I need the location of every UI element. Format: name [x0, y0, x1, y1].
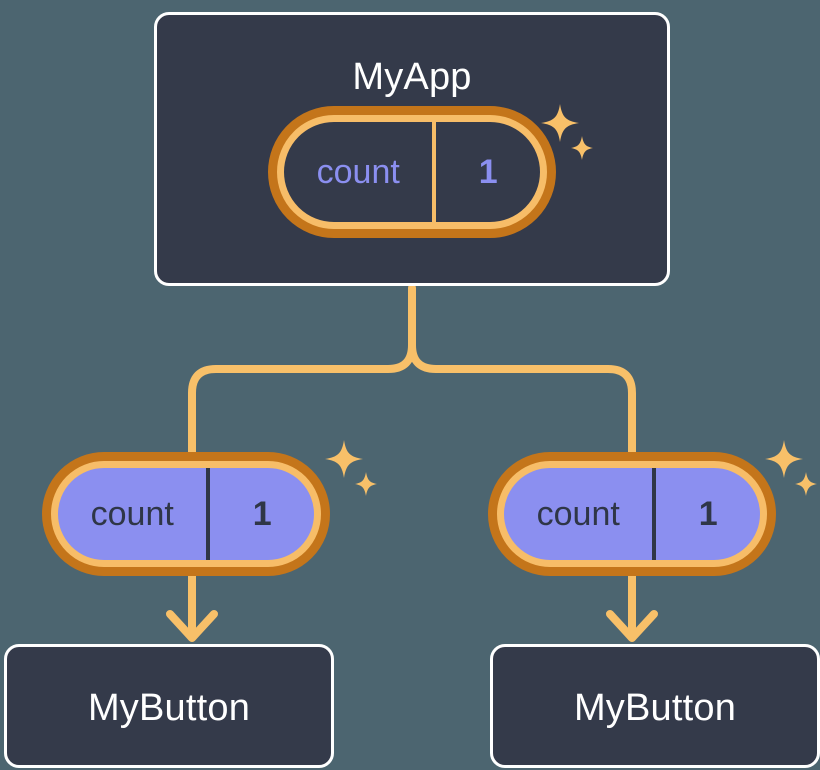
component-card-mybutton-left[interactable]: MyButton — [4, 644, 334, 768]
arrow-down-icon-left — [166, 610, 218, 642]
component-card-mybutton-right[interactable]: MyButton — [490, 644, 820, 768]
state-value-label: 1 — [206, 468, 314, 560]
sparkle-star-icon-small — [795, 472, 817, 496]
arrow-down-icon-right — [606, 610, 658, 642]
state-value-label: 1 — [652, 468, 760, 560]
sparkle-star-icon-large — [765, 440, 803, 478]
state-pill-inner: count 1 — [277, 115, 547, 229]
state-pill-inner: count 1 — [497, 461, 767, 567]
state-pill-myapp[interactable]: count 1 — [268, 106, 556, 238]
state-value-label: 1 — [432, 122, 540, 222]
state-pill-inner: count 1 — [51, 461, 321, 567]
state-key-label: count — [316, 152, 400, 191]
sparkle-group-left — [325, 440, 377, 496]
sparkle-star-icon-large — [325, 440, 363, 478]
component-title-myapp: MyApp — [352, 56, 472, 98]
state-key-label: count — [536, 494, 620, 533]
component-title-mybutton: MyButton — [87, 687, 251, 729]
tree-connector-path-left — [188, 341, 416, 456]
tree-connector-path — [408, 284, 636, 456]
sparkle-star-icon-small — [355, 472, 377, 496]
state-pill-right-child[interactable]: count 1 — [488, 452, 776, 576]
state-key-label: count — [90, 494, 174, 533]
component-title-mybutton: MyButton — [573, 687, 737, 729]
state-pill-left-child[interactable]: count 1 — [42, 452, 330, 576]
